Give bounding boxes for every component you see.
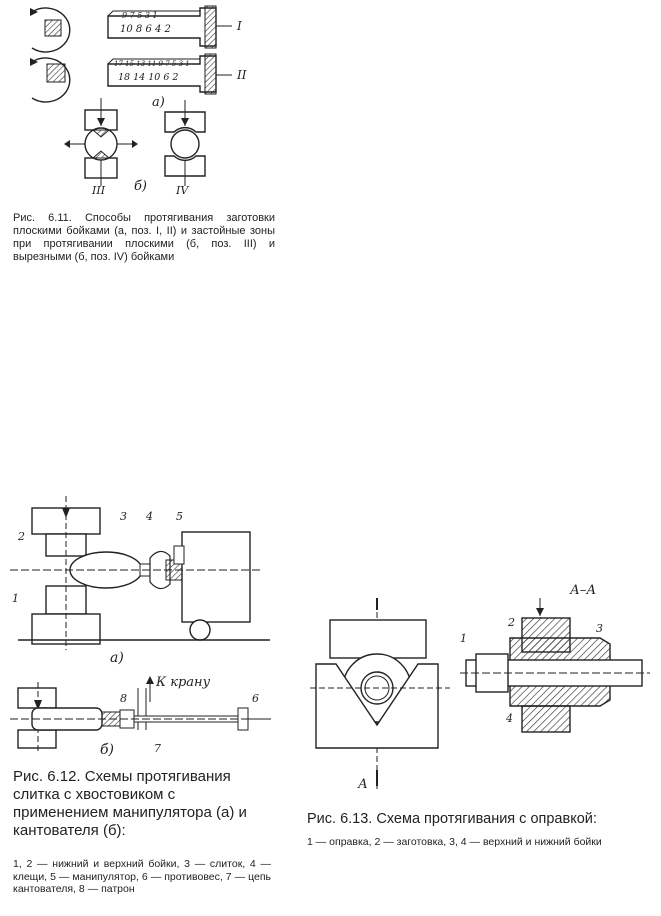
- turner-scheme-b: [10, 676, 272, 754]
- part-6-label: 6: [252, 692, 259, 705]
- workpiece-bar-II: [107, 53, 232, 95]
- position-IV-label: IV: [175, 184, 189, 197]
- part-2-label: 2: [507, 616, 515, 629]
- bar-I-bottom-numbers: 10 8 6 4 2: [120, 24, 171, 35]
- part-7-label: 7: [154, 742, 161, 755]
- workpiece-bar-I: [107, 5, 232, 49]
- part-5-label: 5: [176, 510, 183, 523]
- part-1-label: 1: [460, 632, 467, 645]
- figure-6-12-svg: 1 2 3 4 5 а) 8 К крану 6 7 б): [10, 496, 272, 758]
- part-3-label: 3: [120, 510, 127, 523]
- flat-dies-III: [64, 98, 138, 186]
- figure-6-11-drawing: 9 7 5 3 1 10 8 6 4 2 I 17 15 13 11 9 7 5…: [10, 0, 280, 205]
- part-2-label: 2: [17, 530, 25, 543]
- bar-II-bottom-numbers: 18 14 10 6 2: [118, 72, 178, 83]
- figure-6-13-legend: 1 — оправка, 2 — заготовка, 3, 4 — верхн…: [307, 836, 602, 848]
- figure-6-12-legend: 1, 2 — нижний и верхний бойки, 3 — слито…: [13, 858, 271, 895]
- part-4-label: 4: [505, 712, 513, 725]
- figure-6-12-drawing: 1 2 3 4 5 а) 8 К крану 6 7 б): [10, 490, 280, 760]
- rotation-symbol-I: [30, 7, 71, 53]
- subfigure-b-label: б): [100, 742, 114, 758]
- bar-II-top-numbers: 17 15 13 11 9 7 5 3 1: [114, 60, 190, 68]
- cut-dies-IV: [164, 100, 206, 186]
- figure-6-11-caption: Рис. 6.11. Способы протягивания заготовк…: [13, 212, 275, 263]
- figure-6-13-caption: Рис. 6.13. Схема протягивания с оправкой…: [307, 811, 597, 827]
- manipulator-scheme-a: [10, 496, 270, 650]
- position-I-label: I: [236, 19, 242, 33]
- position-III-label: III: [91, 184, 106, 197]
- part-3-label: 3: [596, 622, 603, 635]
- figure-6-13-svg: А А–А 1 2 3 4: [310, 583, 650, 792]
- subfigure-a-label: а): [110, 650, 124, 666]
- to-crane-label: К крану: [155, 675, 211, 690]
- cut-plane-label: А: [357, 777, 368, 792]
- position-II-label: II: [236, 68, 247, 82]
- part-4-label: 4: [145, 510, 153, 523]
- rotation-symbol-II: [30, 57, 71, 103]
- part-1-label: 1: [12, 592, 19, 605]
- subfigure-a-label: а): [152, 95, 165, 110]
- figure-6-11-svg: 9 7 5 3 1 10 8 6 4 2 I 17 15 13 11 9 7 5…: [30, 5, 247, 197]
- subfigure-b-label: б): [134, 179, 147, 194]
- cross-section-view: [310, 598, 450, 792]
- part-8-label: 8: [120, 692, 127, 705]
- longitudinal-section-view: [460, 598, 650, 733]
- figure-6-13-drawing: А А–А 1 2 3 4: [310, 580, 655, 800]
- figure-6-12-caption: Рис. 6.12. Схемы протягивания слитка с х…: [13, 768, 247, 839]
- section-a-a-label: А–А: [569, 583, 596, 598]
- bar-I-top-numbers: 9 7 5 3 1: [122, 11, 158, 20]
